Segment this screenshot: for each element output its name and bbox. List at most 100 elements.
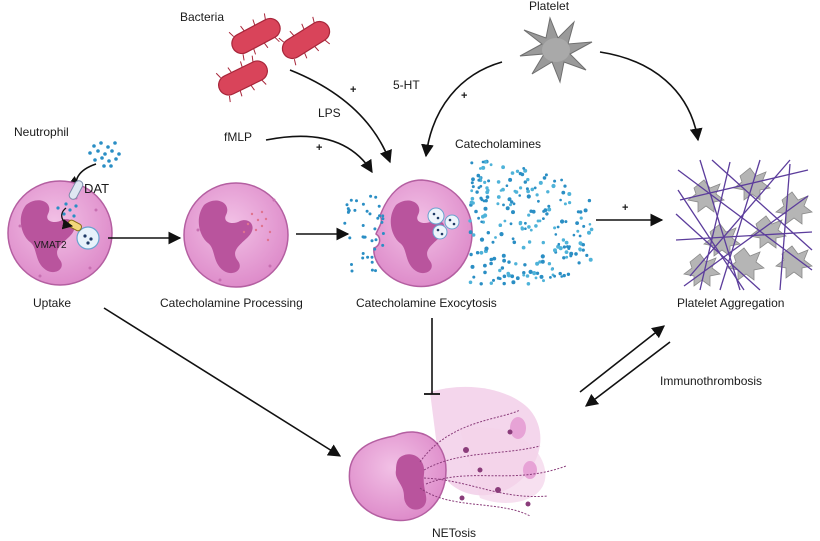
catecholamine-dot [514, 262, 518, 266]
catecholamine-dot [567, 192, 572, 196]
catecholamine-dot [588, 257, 593, 262]
catecholamine-dot [538, 180, 543, 185]
catecholamine-dot [484, 246, 489, 251]
catecholamine-dot [377, 204, 381, 208]
catecholamine-dot [575, 221, 579, 226]
catecholamine-dot [564, 250, 569, 255]
arrow-platelet-5ht [421, 61, 503, 158]
platelet-label: Platelet [529, 0, 570, 13]
catecholamine-dot [561, 190, 566, 195]
catecholamine-dot [568, 201, 572, 205]
secretory-vesicles [427, 207, 460, 240]
catecholamine-dot [480, 220, 483, 224]
catecholamine-dot [380, 220, 384, 224]
catecholamine-dot [572, 233, 576, 237]
catecholamine-dot [489, 257, 494, 262]
catecholamines-label: Catecholamines [455, 137, 542, 151]
catecholamine-dot [525, 187, 529, 191]
catecholamine-dot [550, 267, 554, 271]
catecholamine-dot [496, 276, 500, 280]
catecholamine-dot [483, 270, 487, 275]
catecholamine-dot [587, 198, 592, 203]
catecholamine-dot [468, 280, 473, 285]
catecholamine-dot [562, 256, 566, 260]
catecholamine-dot [494, 236, 497, 239]
catecholamine-dot [347, 209, 351, 212]
catecholamine-dot [502, 281, 506, 286]
catecholamine-dot [477, 186, 481, 190]
catecholamine-dot [361, 224, 365, 227]
catecholamine-dot [582, 224, 586, 228]
catecholamine-dot [366, 255, 370, 259]
catecholamine-dot [512, 202, 516, 206]
catecholamine-dot [542, 217, 545, 221]
catecholamine-dot [527, 213, 531, 217]
catecholamine-dot [549, 276, 552, 279]
catecholamine-dot [498, 268, 502, 273]
catecholamine-dot [578, 234, 582, 238]
catecholamine-dot [350, 263, 353, 266]
catecholamine-dot [478, 176, 482, 180]
catecholamine-dot [566, 272, 571, 276]
catecholamine-dot [381, 243, 385, 247]
catecholamine-dot [374, 195, 378, 199]
catecholamine-dot [491, 240, 495, 244]
inhibition-exocytosis-netosis [424, 318, 440, 395]
arrow-immunothrombosis-up [579, 325, 666, 393]
catecholamine-dot [578, 247, 582, 251]
catecholamine-dot [483, 263, 487, 268]
catecholamine-dot [479, 237, 485, 242]
catecholamine-dot [361, 202, 365, 206]
catecholamine-dot [529, 228, 533, 232]
catecholamine-dot [520, 172, 525, 177]
uptake-neutrophil [7, 180, 113, 286]
catecholamine-dot [476, 173, 481, 178]
catecholamine-dot [471, 185, 475, 189]
catecholamine-dot [496, 202, 500, 206]
vmat2-label: VMAT2 [34, 240, 67, 251]
catecholamine-dot [543, 208, 548, 213]
catecholamine-dot [471, 177, 475, 182]
catecholamine-dot [520, 226, 524, 230]
catecholamine-dot [508, 177, 513, 182]
catecholamine-dot [588, 223, 592, 226]
catecholamine-dot [365, 209, 369, 213]
catecholamine-dot [523, 180, 527, 184]
catecholamine-dot [587, 230, 591, 235]
catecholamine-dot [509, 222, 513, 226]
catecholamine-dot [526, 177, 530, 182]
catecholamine-dot [381, 217, 385, 221]
catecholamine-dot [562, 245, 567, 249]
catecholamine-dot [577, 261, 581, 265]
catecholamine-dot [540, 254, 545, 259]
catecholamine-dot [505, 184, 509, 187]
catecholamine-dot [532, 271, 537, 276]
catecholamine-dot [535, 271, 540, 275]
catecholamine-dot [369, 194, 373, 198]
catecholamine-dot [378, 214, 381, 218]
catecholamine-dot [509, 203, 512, 207]
catecholamine-dot [554, 233, 558, 236]
catecholamine-dot [499, 232, 504, 237]
catecholamine-dot [551, 183, 556, 189]
catecholamine-dot [514, 190, 519, 194]
catecholamine-dot [370, 255, 374, 259]
five-ht-plus-sign: + [461, 90, 468, 102]
arrow-platelet-to-aggregation [599, 51, 703, 142]
catecholamine-dot [553, 274, 556, 278]
catecholamine-dot [348, 236, 352, 240]
catecholamine-dot [376, 216, 380, 220]
catecholamine-dot [518, 194, 521, 197]
catecholamine-dot [345, 203, 349, 207]
catecholamine-dot [483, 206, 488, 211]
neutrophil-label: Neutrophil [14, 125, 69, 139]
catecholamine-dot [506, 273, 511, 278]
catecholamine-dot [481, 165, 486, 170]
catecholamine-dot [527, 225, 531, 229]
catecholamine-dot [370, 239, 374, 243]
catecholamine-dot [533, 186, 537, 190]
arrow-uptake-to-netosis [103, 307, 342, 457]
catecholamine-dot [564, 240, 569, 245]
catecholamine-dot [481, 160, 485, 164]
catecholamine-dot [472, 275, 476, 279]
